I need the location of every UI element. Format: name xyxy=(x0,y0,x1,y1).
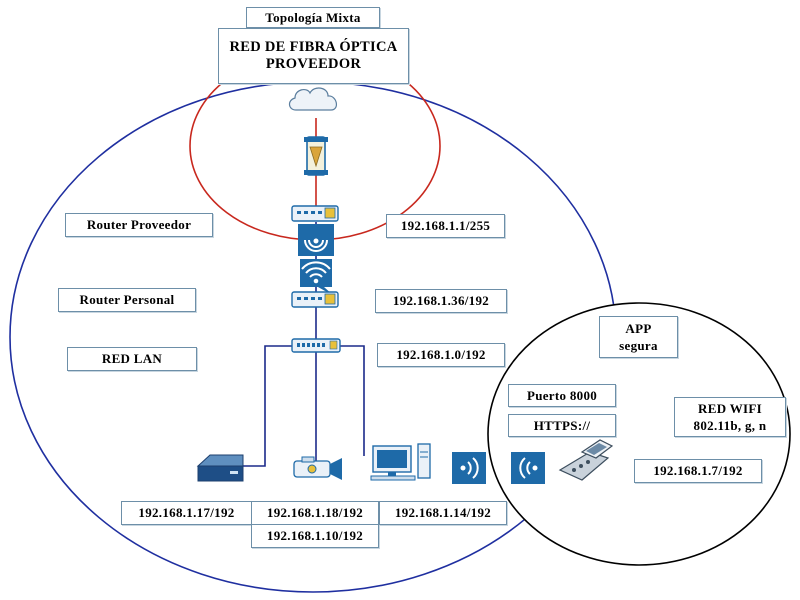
ip-camera-b: 192.168.1.10/192 xyxy=(251,524,379,548)
provider-network-label: RED DE FIBRA ÓPTICA PROVEEDOR xyxy=(218,28,409,84)
ip-personal: 192.168.1.36/192 xyxy=(375,289,507,313)
diagram-title: Topología Mixta xyxy=(246,7,380,28)
ip-camera-a: 192.168.1.18/192 xyxy=(251,501,379,525)
switch-icon xyxy=(291,338,341,353)
router-icon xyxy=(291,205,339,222)
app-network-circle xyxy=(487,302,791,566)
provider-network-line2: PROVEEDOR xyxy=(265,56,362,72)
app-label: APP segura xyxy=(599,316,678,358)
cloud-icon xyxy=(288,87,337,111)
ip-provider: 192.168.1.1/255 xyxy=(386,214,505,238)
wifi-icon xyxy=(300,259,334,296)
lan-label: RED LAN xyxy=(67,347,197,371)
fiber-converter-icon xyxy=(304,136,328,176)
computer-icon xyxy=(370,443,431,481)
port-label: Puerto 8000 xyxy=(508,384,616,407)
router-provider-label: Router Proveedor xyxy=(65,213,213,237)
wifi-line1: RED WIFI xyxy=(698,401,762,416)
provider-network-line1: RED DE FIBRA ÓPTICA xyxy=(229,39,398,55)
camera-icon xyxy=(293,456,342,480)
server-icon xyxy=(196,454,244,482)
wifi-line2: 802.11b, g, n xyxy=(693,418,767,433)
https-label: HTTPS:// xyxy=(508,414,616,437)
wireless-signal-icon xyxy=(452,452,486,484)
ip-lan: 192.168.1.0/192 xyxy=(377,343,505,367)
app-line1: APP xyxy=(625,321,652,336)
router-personal-label: Router Personal xyxy=(58,288,196,312)
wireless-signal-icon xyxy=(511,452,545,484)
wifi-network-label: RED WIFI 802.11b, g, n xyxy=(674,397,786,437)
ip-mobile: 192.168.1.7/192 xyxy=(634,459,762,483)
wireless-signal-icon xyxy=(298,224,334,256)
ip-pc: 192.168.1.14/192 xyxy=(379,501,507,525)
router-icon xyxy=(291,291,339,308)
ip-server: 192.168.1.17/192 xyxy=(121,501,252,525)
phone-icon xyxy=(558,439,614,481)
app-line2: segura xyxy=(619,338,658,353)
